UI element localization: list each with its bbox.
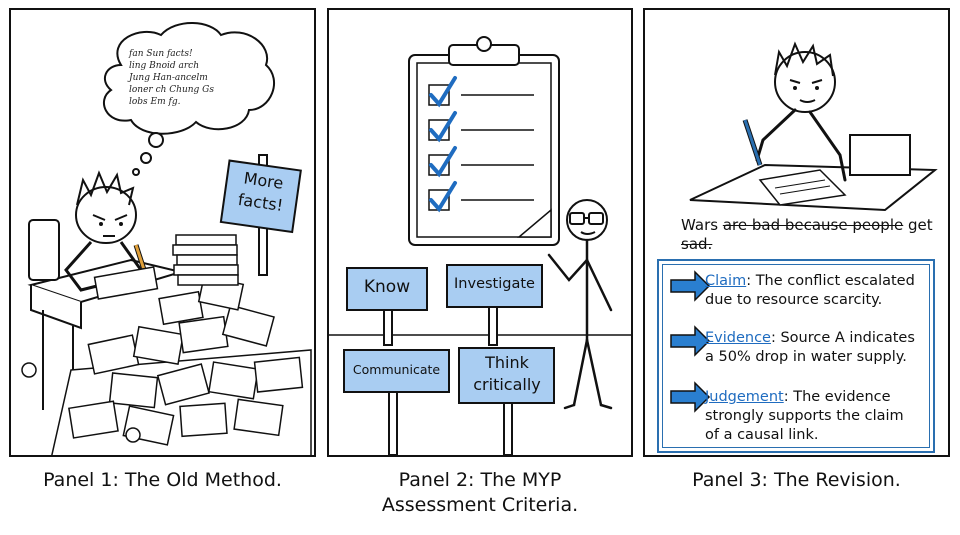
caption-panel-1: Panel 1: The Old Method. xyxy=(43,469,282,491)
criteria-illustration xyxy=(329,36,631,455)
claim-item: Claim: The conflict escalated due to res… xyxy=(705,272,920,310)
panel-revision: Wars are bad because people get sad. Cla… xyxy=(643,8,950,457)
revision-illustration xyxy=(670,41,938,413)
revision-box-inner xyxy=(662,264,930,448)
sign-investigate: Investigate xyxy=(454,276,535,292)
thought-line: lobs Em fg. xyxy=(129,97,181,107)
caption-panel-2: Panel 2: The MYP Assessment Criteria. xyxy=(327,468,633,518)
evidence-label: Evidence xyxy=(705,330,771,346)
panel-myp-criteria: Know Investigate Communicate Think criti… xyxy=(327,8,633,457)
sign-know: Know xyxy=(363,277,411,297)
judgement-label: Judgement xyxy=(705,389,784,405)
evidence-item: Evidence: Source A indicates a 50% drop … xyxy=(705,329,920,367)
sign-communicate: Communicate xyxy=(352,362,441,377)
essay-struck-text: are bad because people xyxy=(722,216,904,234)
caption-panel-3: Panel 3: The Revision. xyxy=(692,469,901,491)
revision-box xyxy=(657,259,935,453)
judgement-text: : The evidence strongly supports the cla… xyxy=(705,389,904,443)
old-method-illustration xyxy=(21,22,312,455)
caption-panel-2-line: Panel 2: The MYP xyxy=(398,469,562,491)
panel-old-method: fan Sun facts! ling Bnoid arch Jung Han-… xyxy=(9,8,316,457)
thought-line: ling Bnoid arch xyxy=(129,61,200,71)
thought-line: fan Sun facts! xyxy=(129,49,193,59)
thought-bubble-text: fan Sun facts! ling Bnoid arch Jung Han-… xyxy=(129,48,269,108)
claim-text: : The conflict escalated due to resource… xyxy=(705,273,915,308)
essay-line2: sad. xyxy=(681,235,713,253)
thought-line: loner ch Chung Gs xyxy=(129,85,214,95)
judgement-item: Judgement: The evidence strongly support… xyxy=(705,388,920,445)
essay-end: get xyxy=(903,216,933,234)
evidence-text: : Source A indicates a 50% drop in water… xyxy=(705,330,915,365)
thought-line: Jung Han-ancelm xyxy=(129,73,208,83)
sign-think-critically: Think critically xyxy=(473,353,541,394)
caption-panel-2-line: Assessment Criteria. xyxy=(381,494,579,516)
claim-label: Claim xyxy=(705,273,747,289)
essay-start: Wars xyxy=(681,216,723,234)
original-essay-text: Wars are bad because people get xyxy=(681,216,933,234)
